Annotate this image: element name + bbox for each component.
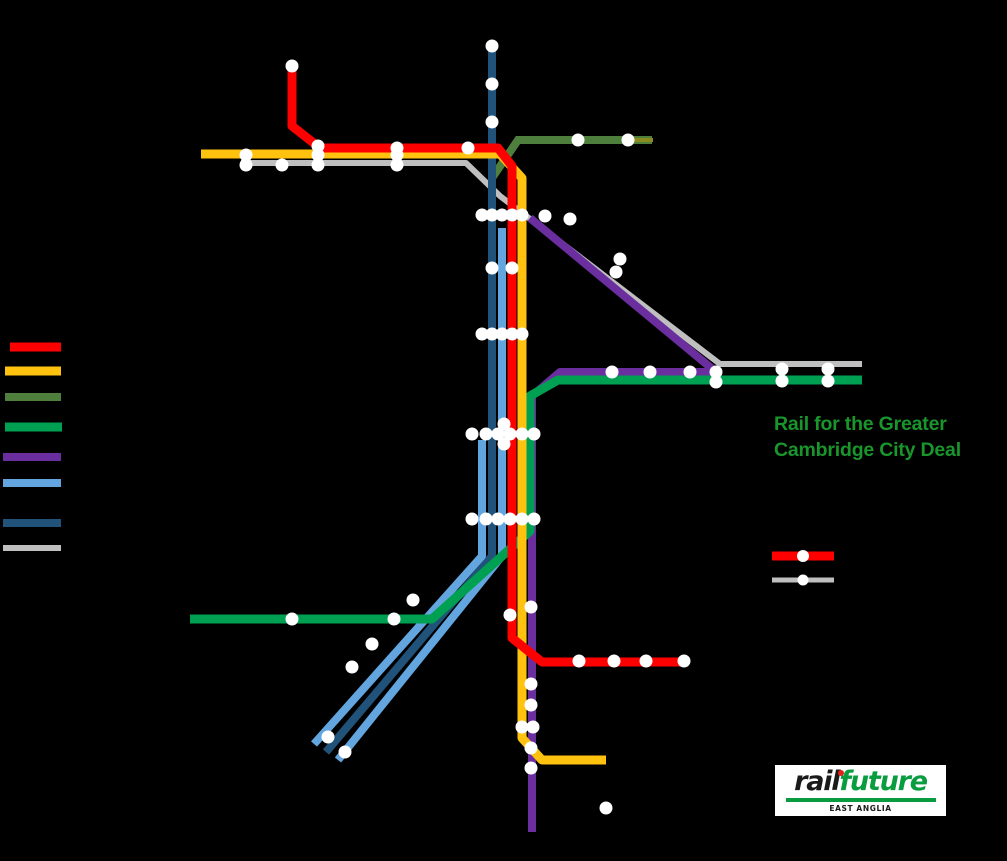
line-light-blue-b xyxy=(334,228,506,763)
logo-subtitle: EAST ANGLIA xyxy=(829,804,892,813)
station-dot xyxy=(465,427,479,441)
railfuture-logo: railfuture EAST ANGLIA xyxy=(775,765,946,816)
legend-station-grey-dot xyxy=(797,574,809,586)
station-dot xyxy=(461,141,475,155)
station-dot xyxy=(465,512,479,526)
station-dot xyxy=(526,720,540,734)
station-dot xyxy=(485,39,499,53)
map-title: Rail for the Greater Cambridge City Deal xyxy=(774,412,999,464)
station-dot xyxy=(683,365,697,379)
logo-future-text: future xyxy=(839,766,928,797)
legend-swatches xyxy=(3,342,62,551)
station-dot xyxy=(639,654,653,668)
station-dot xyxy=(338,745,352,759)
station-dot xyxy=(491,427,505,441)
station-dot xyxy=(524,761,538,775)
station-dot xyxy=(285,612,299,626)
line-grey xyxy=(241,160,862,367)
line-yellow xyxy=(201,149,606,765)
logo-wordmark: railfuture xyxy=(775,768,946,795)
station-dot xyxy=(621,133,635,147)
station-dot xyxy=(524,600,538,614)
station-dot xyxy=(643,365,657,379)
station-dot xyxy=(775,362,789,376)
station-dot xyxy=(605,365,619,379)
station-dot xyxy=(365,637,379,651)
station-dot xyxy=(497,437,511,451)
station-dot xyxy=(505,208,519,222)
station-dot xyxy=(613,252,627,266)
station-dot xyxy=(285,59,299,73)
station-dot xyxy=(479,427,493,441)
station-dot xyxy=(485,115,499,129)
station-dot xyxy=(475,327,489,341)
station-dot xyxy=(479,512,493,526)
legend-station-red-dot xyxy=(797,550,809,562)
station-dot xyxy=(524,677,538,691)
station-dot xyxy=(505,327,519,341)
station-dot xyxy=(485,261,499,275)
logo-rail-text: rail xyxy=(794,766,840,797)
station-dot xyxy=(524,741,538,755)
station-dot xyxy=(527,512,541,526)
station-dot xyxy=(485,327,499,341)
station-dot xyxy=(503,512,517,526)
station-dot xyxy=(821,374,835,388)
station-dot xyxy=(709,375,723,389)
map-title-line2: Cambridge City Deal xyxy=(774,438,961,461)
station-dot xyxy=(607,654,621,668)
station-dot xyxy=(239,148,253,162)
station-dot xyxy=(572,654,586,668)
station-dot xyxy=(599,801,613,815)
station-dot xyxy=(503,427,517,441)
station-dot xyxy=(515,720,529,734)
station-dot xyxy=(609,265,623,279)
station-dot xyxy=(491,512,505,526)
station-dot xyxy=(571,133,585,147)
station-dot xyxy=(311,158,325,172)
logo-red-dot-icon xyxy=(838,770,844,776)
station-dot xyxy=(495,208,509,222)
station-dot xyxy=(503,608,517,622)
station-dot xyxy=(387,612,401,626)
station-dot xyxy=(515,208,529,222)
station-dot xyxy=(821,362,835,376)
station-dot xyxy=(497,417,511,431)
station-dot xyxy=(677,654,691,668)
station-dot xyxy=(345,660,359,674)
station-dot xyxy=(538,209,552,223)
station-dot xyxy=(515,512,529,526)
station-dot xyxy=(485,208,499,222)
station-dot xyxy=(321,730,335,744)
station-dot xyxy=(515,427,529,441)
station-dot xyxy=(485,77,499,91)
station-dot xyxy=(390,148,404,162)
map-title-line1: Rail for the Greater xyxy=(774,413,947,435)
station-dot xyxy=(527,427,541,441)
station-dot xyxy=(495,327,509,341)
line-red xyxy=(287,66,687,667)
station-dot xyxy=(563,212,577,226)
line-light-blue-a xyxy=(311,440,486,747)
station-dot xyxy=(311,148,325,162)
station-dot xyxy=(709,365,723,379)
station-dot xyxy=(524,698,538,712)
line-purple xyxy=(527,214,719,832)
station-dot xyxy=(239,158,253,172)
legend-station-key xyxy=(772,550,834,586)
station-dot xyxy=(775,374,789,388)
logo-green-bar xyxy=(786,798,936,802)
station-dot xyxy=(406,593,420,607)
station-dot xyxy=(275,158,289,172)
station-dot xyxy=(475,208,489,222)
station-dot xyxy=(515,327,529,341)
station-markers xyxy=(239,39,835,815)
station-dot xyxy=(311,139,325,153)
station-dot xyxy=(505,261,519,275)
station-dot xyxy=(390,158,404,172)
